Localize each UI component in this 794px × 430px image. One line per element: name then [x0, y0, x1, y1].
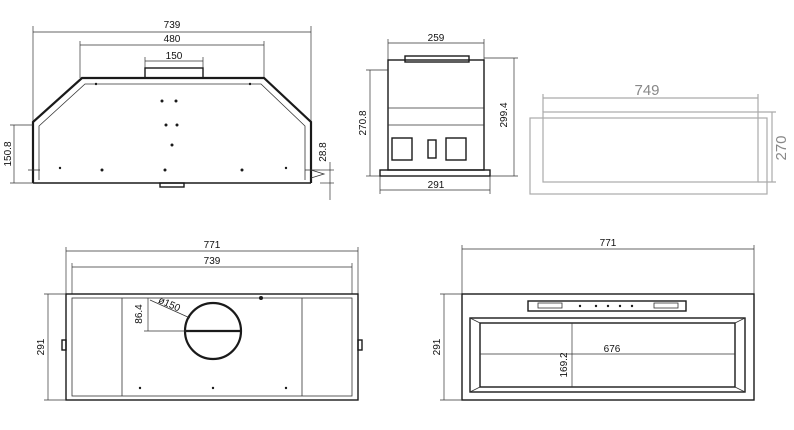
- front-side-label: 28.8: [318, 142, 329, 162]
- front-width-label: 739: [164, 20, 181, 31]
- side-left-height-label: 270.8: [358, 110, 369, 135]
- bottom-filter-width-label: 676: [604, 344, 621, 355]
- bottom-filter-depth-label: 169.2: [559, 352, 570, 377]
- front-height-label: 150.8: [3, 141, 14, 166]
- side-bottom-width-label: 291: [428, 180, 445, 191]
- bottom-width-label: 771: [600, 238, 617, 249]
- cutout-width-label: 749: [634, 82, 659, 99]
- front-top-label: 480: [164, 34, 181, 45]
- cutout-view: 749 270: [529, 82, 790, 195]
- bottom-view: 771 676 169.2 291: [432, 238, 755, 401]
- top-depth-label: 291: [36, 338, 47, 355]
- top-offset-label: 86.4: [134, 304, 145, 324]
- top-inner-width-label: 739: [204, 256, 221, 267]
- side-view: 259 270.8 299.4 291: [358, 33, 518, 194]
- top-outer-width-label: 771: [204, 240, 221, 251]
- top-view: 771 739 ø150 86.4 291: [36, 240, 363, 401]
- side-top-width-label: 259: [428, 33, 445, 44]
- bottom-depth-label: 291: [432, 338, 443, 355]
- front-duct-label: 150: [166, 51, 183, 62]
- side-right-height-label: 299.4: [499, 102, 510, 127]
- front-view: 739 480 150: [3, 20, 334, 200]
- cutout-height-label: 270: [773, 135, 790, 160]
